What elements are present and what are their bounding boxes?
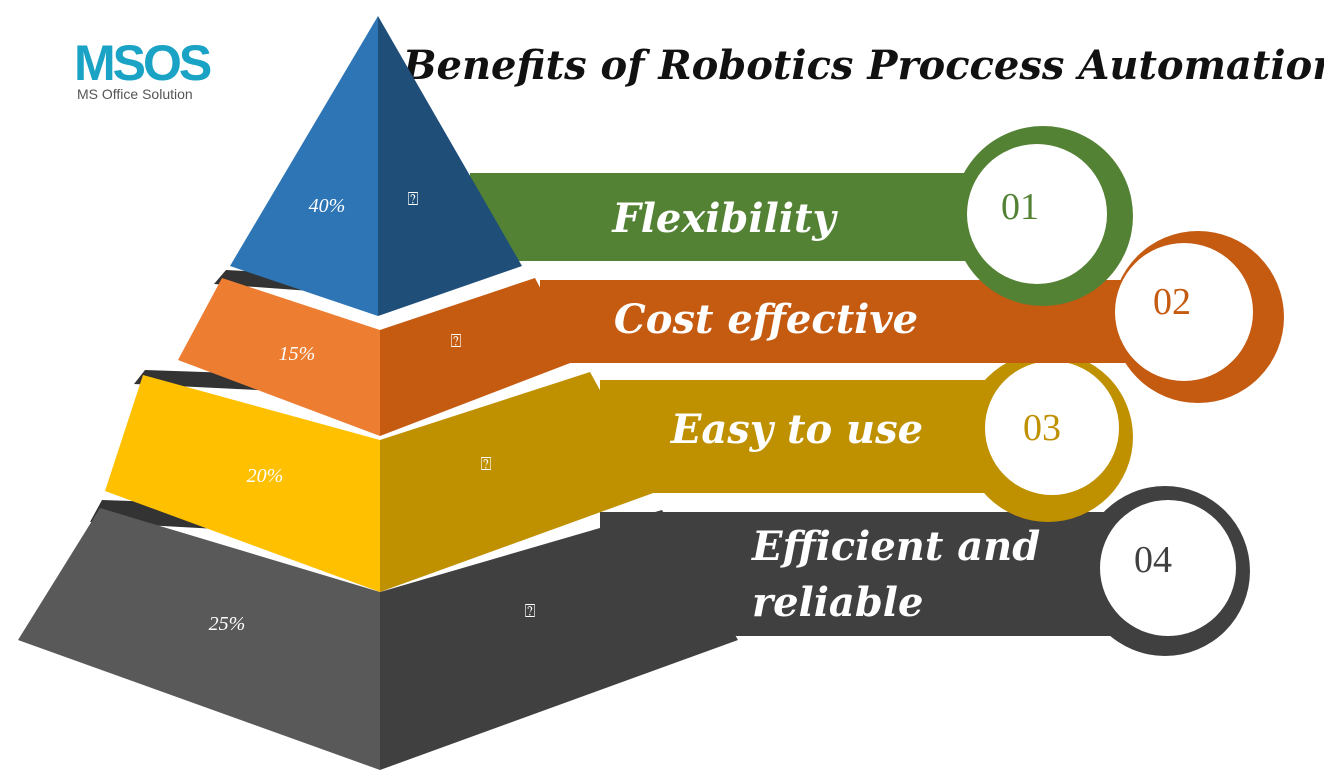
tier-1-label: Flexibility: [611, 195, 838, 242]
tier-4-label-line-1: Efficient and: [751, 523, 1040, 570]
tier-1-side: [378, 16, 522, 316]
tier-2-glyph: ⍰: [451, 331, 462, 352]
tier-3-glyph: ⍰: [481, 454, 492, 475]
tier-3-number: 03: [1023, 407, 1061, 449]
tier-4-glyph: ⍰: [525, 601, 536, 622]
tier-2-percent: 15%: [279, 343, 316, 365]
tier-3-front: [105, 375, 380, 592]
tier-3-circle: [985, 361, 1119, 495]
logo: MSOS MS Office Solution: [74, 35, 214, 102]
tier-3-percent: 20%: [247, 465, 284, 487]
tier-2-number: 02: [1153, 281, 1191, 323]
tier-1-band: [470, 173, 1030, 261]
tier-3-side: [380, 372, 656, 592]
tier-1-circle: [967, 144, 1107, 284]
tier-4-side: [380, 510, 738, 770]
tier-4-label-line-2: reliable: [752, 579, 923, 626]
tier-2-band: [540, 280, 1200, 363]
tier-2-front: [178, 278, 380, 436]
tier-4-number: 04: [1134, 539, 1172, 581]
tier-1-number: 01: [1001, 186, 1039, 228]
tier-2: 02 Cost effective 15% ⍰: [178, 231, 1284, 436]
tier-1-percent: 40%: [309, 195, 346, 217]
logo-mark: MSOS: [74, 35, 211, 91]
tier-1-front: [230, 16, 378, 316]
tier-4: 04 Efficient and reliable 25% ⍰: [18, 486, 1250, 770]
tier-1-glyph: ⍰: [408, 189, 419, 210]
tier-1: 01 Flexibility 40% ⍰: [230, 16, 1133, 316]
tier-4-front: [18, 508, 380, 770]
logo-subtitle: MS Office Solution: [77, 86, 193, 102]
tier-2-label: Cost effective: [614, 296, 918, 343]
tier-4-circle: [1100, 500, 1236, 636]
tier-4-label: Efficient and reliable: [751, 523, 1054, 626]
tier-2-circle: [1115, 243, 1253, 381]
tier-3-label: Easy to use: [670, 406, 923, 453]
page-title: Benefits of Robotics Proccess Automation: [402, 42, 1324, 89]
tier-2-side: [380, 278, 578, 436]
tier-4-percent: 25%: [209, 613, 246, 635]
tier-3: 03 Easy to use 20% ⍰: [105, 352, 1133, 592]
